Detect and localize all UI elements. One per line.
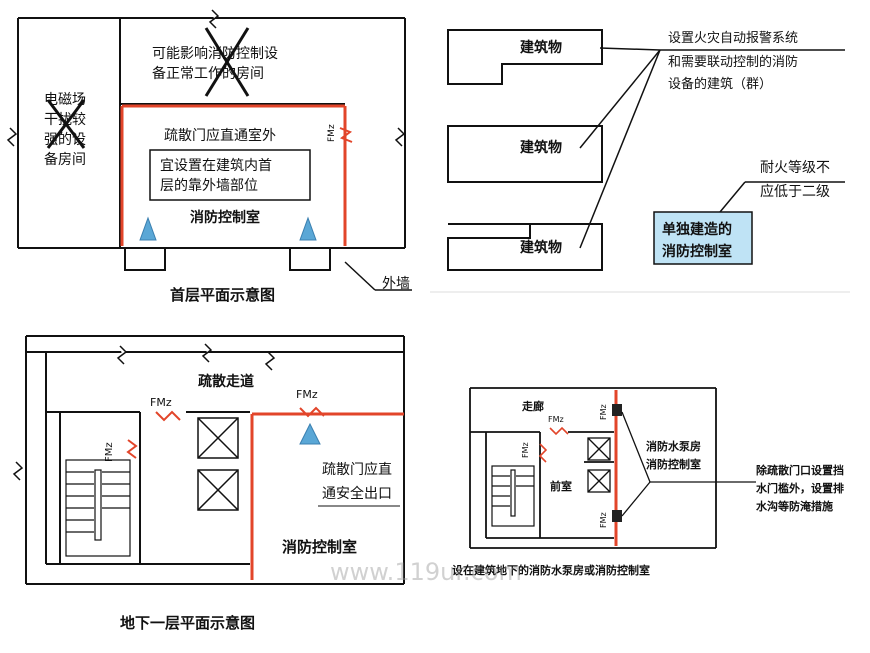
standalone-box-1: 单独建造的 bbox=[662, 221, 732, 238]
panel-basement: FMz FMz FMz 疏散走道 疏散门应直 通安全出口 消防控制室 地下一层平… bbox=[12, 335, 405, 632]
flood-sill-icon bbox=[612, 404, 622, 522]
fm-label-2: FMz bbox=[296, 388, 318, 401]
room-top-label-1: 可能影响消防控制设 bbox=[152, 46, 278, 62]
pump-room-caption: 设在建筑地下的消防水泵房或消防控制室 bbox=[452, 563, 650, 577]
standalone-control-room-box bbox=[653, 211, 753, 265]
fire-door-label: FMz bbox=[327, 124, 337, 142]
room-left-label-4: 备房间 bbox=[44, 151, 86, 168]
room-left-label-3: 强的设 bbox=[44, 132, 86, 148]
fire-door-symbol bbox=[339, 127, 353, 143]
panel-first-floor: FMz 可能影响消防控制设 备正常工作的房间 电磁场 干扰较 强的设 备房间 疏… bbox=[6, 9, 412, 304]
basement-caption: 地下一层平面示意图 bbox=[120, 614, 255, 632]
building-label-3: 建筑物 bbox=[520, 239, 562, 256]
elevator-icon-small bbox=[587, 437, 611, 493]
flood-note-2: 水门槛外，设置排 bbox=[756, 481, 844, 495]
exit-arrow-icon bbox=[299, 422, 321, 445]
fm-label-3: FMz bbox=[104, 442, 115, 462]
exit-note-2: 通安全出口 bbox=[322, 485, 392, 502]
door-note-2: 宜设置在建筑内首 bbox=[160, 158, 272, 174]
front-room-label: 前室 bbox=[550, 479, 572, 493]
standalone-box-2: 消防控制室 bbox=[662, 243, 732, 260]
fire-rating-2: 应低于二级 bbox=[760, 183, 830, 200]
panel-standalone: 建筑物 建筑物 建筑物 设置火灾自动报警系统 和需要联动控制的消防 设备的建筑（… bbox=[430, 29, 850, 293]
outer-wall-label: 外墙 bbox=[382, 276, 410, 292]
pump-rooms-1: 消防水泵房 bbox=[646, 439, 701, 453]
control-room-label: 消防控制室 bbox=[190, 209, 260, 226]
prohibited-x-icon bbox=[46, 27, 250, 149]
first-floor-caption: 首层平面示意图 bbox=[170, 286, 275, 304]
panel-pump-room: FMz FMz FMz FMz 走廊 前室 消防水泵房 消防控制室 除疏散门口设… bbox=[452, 387, 844, 577]
building-blocks bbox=[447, 29, 603, 271]
door-note-1: 疏散门应直通室外 bbox=[164, 127, 276, 144]
fm-label-d3: FMz bbox=[599, 512, 608, 528]
fm-label-d1: FMz bbox=[548, 415, 564, 424]
basement-fire-wall bbox=[250, 412, 404, 580]
fm-label-1: FMz bbox=[150, 396, 172, 409]
flood-note-3: 水沟等防淹措施 bbox=[756, 499, 833, 513]
door-note-3: 层的靠外墙部位 bbox=[160, 178, 258, 194]
pump-rooms-2: 消防控制室 bbox=[646, 457, 701, 471]
fire-rating-1: 耐火等级不 bbox=[760, 159, 830, 176]
exit-note-1: 疏散门应直 bbox=[322, 461, 392, 478]
elevator-icon bbox=[197, 417, 239, 511]
room-left-label-2: 干扰较 bbox=[44, 112, 86, 128]
fm-label-d2: FMz bbox=[599, 404, 608, 420]
building-label-1: 建筑物 bbox=[520, 39, 562, 56]
flood-note-1: 除疏散门口设置挡 bbox=[756, 463, 844, 477]
pump-corridor-label: 走廊 bbox=[521, 399, 544, 413]
stair-icon bbox=[65, 459, 131, 557]
stair-icon-small bbox=[491, 465, 535, 527]
room-top-label-2: 备正常工作的房间 bbox=[152, 65, 264, 82]
building-label-2: 建筑物 bbox=[520, 139, 562, 156]
system-note-1: 设置火灾自动报警系统 bbox=[668, 30, 798, 46]
system-note-3: 设备的建筑（群） bbox=[668, 76, 772, 92]
leader-lines bbox=[579, 47, 845, 249]
system-note-2: 和需要联动控制的消防 bbox=[668, 54, 798, 70]
fm-label-d4: FMz bbox=[521, 442, 530, 458]
basement-control-room-label: 消防控制室 bbox=[282, 538, 357, 556]
exit-arrow-icon bbox=[139, 216, 317, 241]
room-left-label-1: 电磁场 bbox=[44, 92, 86, 108]
corridor-label: 疏散走道 bbox=[198, 373, 254, 390]
watermark: www.119ur.com bbox=[330, 558, 522, 586]
